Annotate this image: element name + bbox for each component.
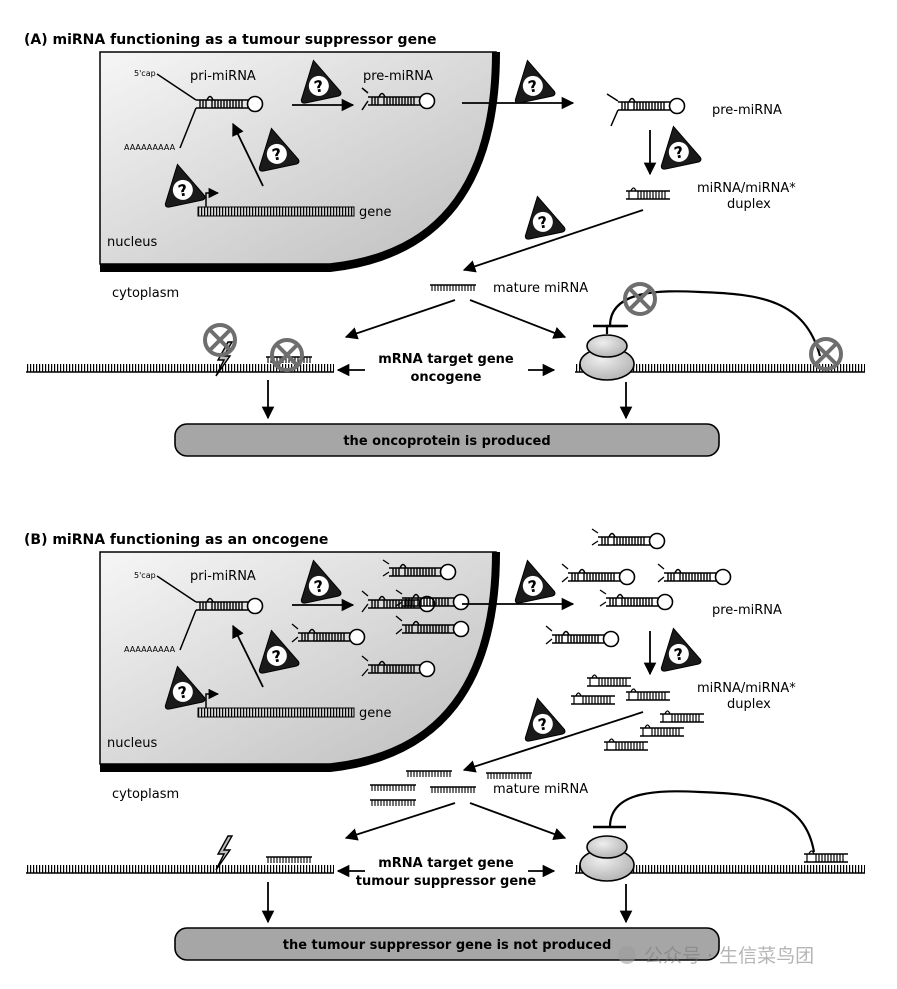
- target-label-a-2: oncogene: [410, 370, 481, 385]
- pre-mirna-cyto-label-a: pre-miRNA: [712, 103, 782, 118]
- bound-mirna-right-b: [803, 850, 849, 863]
- watermark-text: 公众号 · 生信菜鸟团: [644, 945, 814, 967]
- target-label-b-2: tumour suppressor gene: [356, 874, 537, 889]
- unwinding-arrow-a: [462, 209, 644, 273]
- panel-a-title: (A) miRNA functioning as a tumour suppre…: [24, 32, 437, 48]
- warning-question-icon: ?: [164, 163, 206, 208]
- watermark: 公众号 · 生信菜鸟团: [618, 945, 814, 967]
- branch-right-arrow-a: [469, 299, 567, 339]
- warning-question-icon: ?: [514, 59, 556, 104]
- pre-mirna-cluster-nucleus-b: [291, 559, 470, 678]
- warning-badges: ????????????: [164, 59, 702, 742]
- duplex-label-b-1: miRNA/miRNA*: [697, 681, 796, 696]
- cleavage-bolt-b: [215, 835, 233, 871]
- target-label-b-1: mRNA target gene: [378, 856, 514, 871]
- svg-text:?: ?: [526, 576, 539, 597]
- inhibit-cleavage-icon: [203, 323, 237, 357]
- mature-mirna-a: [429, 284, 477, 292]
- result-label-b: the tumour suppressor gene is not produc…: [283, 938, 612, 953]
- gene-a: [197, 206, 355, 217]
- gene-label-a: gene: [359, 205, 392, 220]
- mrna-right-b: [575, 865, 865, 873]
- nucleus-a-membrane: [100, 51, 500, 272]
- warning-question-icon: ?: [300, 59, 342, 104]
- promoter-arrow-a: [205, 187, 220, 207]
- nucleus-a: [99, 51, 497, 265]
- pri-mirna-label-b: pri-miRNA: [190, 569, 256, 584]
- warning-question-icon: ?: [524, 697, 566, 742]
- pre-mirna-cyto-label-b: pre-miRNA: [712, 603, 782, 618]
- warning-question-icon: ?: [524, 195, 566, 240]
- mature-label-a: mature miRNA: [493, 281, 588, 296]
- ribosome-small-b: [586, 835, 628, 859]
- duplex-label-b-2: duplex: [727, 697, 771, 712]
- duplex-cluster-b: [570, 674, 705, 751]
- bound-mirna-left-b: [265, 856, 313, 864]
- nucleus-b: [99, 551, 497, 765]
- svg-text:?: ?: [312, 576, 325, 597]
- ribosome-small-a: [586, 334, 628, 358]
- svg-text:?: ?: [270, 646, 283, 667]
- warning-question-icon: ?: [258, 127, 300, 172]
- warning-question-icon: ?: [300, 559, 342, 604]
- mrna-left-b: [26, 865, 334, 873]
- mature-label-b: mature miRNA: [493, 782, 588, 797]
- gene-label-b: gene: [359, 706, 392, 721]
- duplex-label-a-2: duplex: [727, 197, 771, 212]
- result-label-a: the oncoprotein is produced: [343, 434, 550, 449]
- panel-b-title: (B) miRNA functioning as an oncogene: [24, 532, 328, 548]
- result-bar-a: [174, 423, 720, 457]
- svg-text:?: ?: [526, 76, 539, 97]
- cap-label-b: 5'cap: [134, 571, 156, 580]
- nucleus-label-a: nucleus: [107, 235, 157, 250]
- svg-text:?: ?: [312, 76, 325, 97]
- pri-mirna-label-a: pri-miRNA: [190, 69, 256, 84]
- cytoplasm-label-a: cytoplasm: [112, 286, 179, 301]
- warning-question-icon: ?: [660, 627, 702, 672]
- cytoplasm-label-b: cytoplasm: [112, 787, 179, 802]
- svg-text:?: ?: [672, 644, 685, 665]
- pre-mirna-label-a: pre-miRNA: [363, 69, 433, 84]
- mrna-right-a: [575, 364, 865, 372]
- result-bar-b: [174, 927, 720, 961]
- nucleus-label-b: nucleus: [107, 736, 157, 751]
- warning-question-icon: ?: [660, 125, 702, 170]
- svg-text:?: ?: [536, 714, 549, 735]
- poly-a-label-b: AAAAAAAAA: [124, 645, 176, 654]
- target-label-a-1: mRNA target gene: [378, 352, 514, 367]
- pri-mirna-tail-a: [156, 73, 197, 149]
- duplex-a: [625, 187, 671, 200]
- branch-left-arrow-a: [344, 299, 456, 340]
- svg-text:?: ?: [536, 212, 549, 233]
- gene-b: [197, 707, 355, 718]
- duplex-label-a-1: miRNA/miRNA*: [697, 181, 796, 196]
- repression-loop-b: [608, 790, 816, 853]
- warning-question-icon: ?: [164, 665, 206, 710]
- svg-text:?: ?: [176, 180, 189, 201]
- warning-question-icon: ?: [258, 629, 300, 674]
- svg-text:?: ?: [672, 142, 685, 163]
- pre-mirna-cyto-a: [617, 97, 686, 115]
- svg-text:?: ?: [270, 144, 283, 165]
- poly-a-label-a: AAAAAAAAA: [124, 143, 176, 152]
- pre-mirna-cluster-cyto-b: [545, 528, 732, 648]
- transcription-arrow-a: [232, 122, 264, 187]
- cap-label-a: 5'cap: [134, 69, 156, 78]
- warning-question-icon: ?: [514, 559, 556, 604]
- mrna-left-a: [26, 364, 334, 372]
- svg-text:?: ?: [176, 682, 189, 703]
